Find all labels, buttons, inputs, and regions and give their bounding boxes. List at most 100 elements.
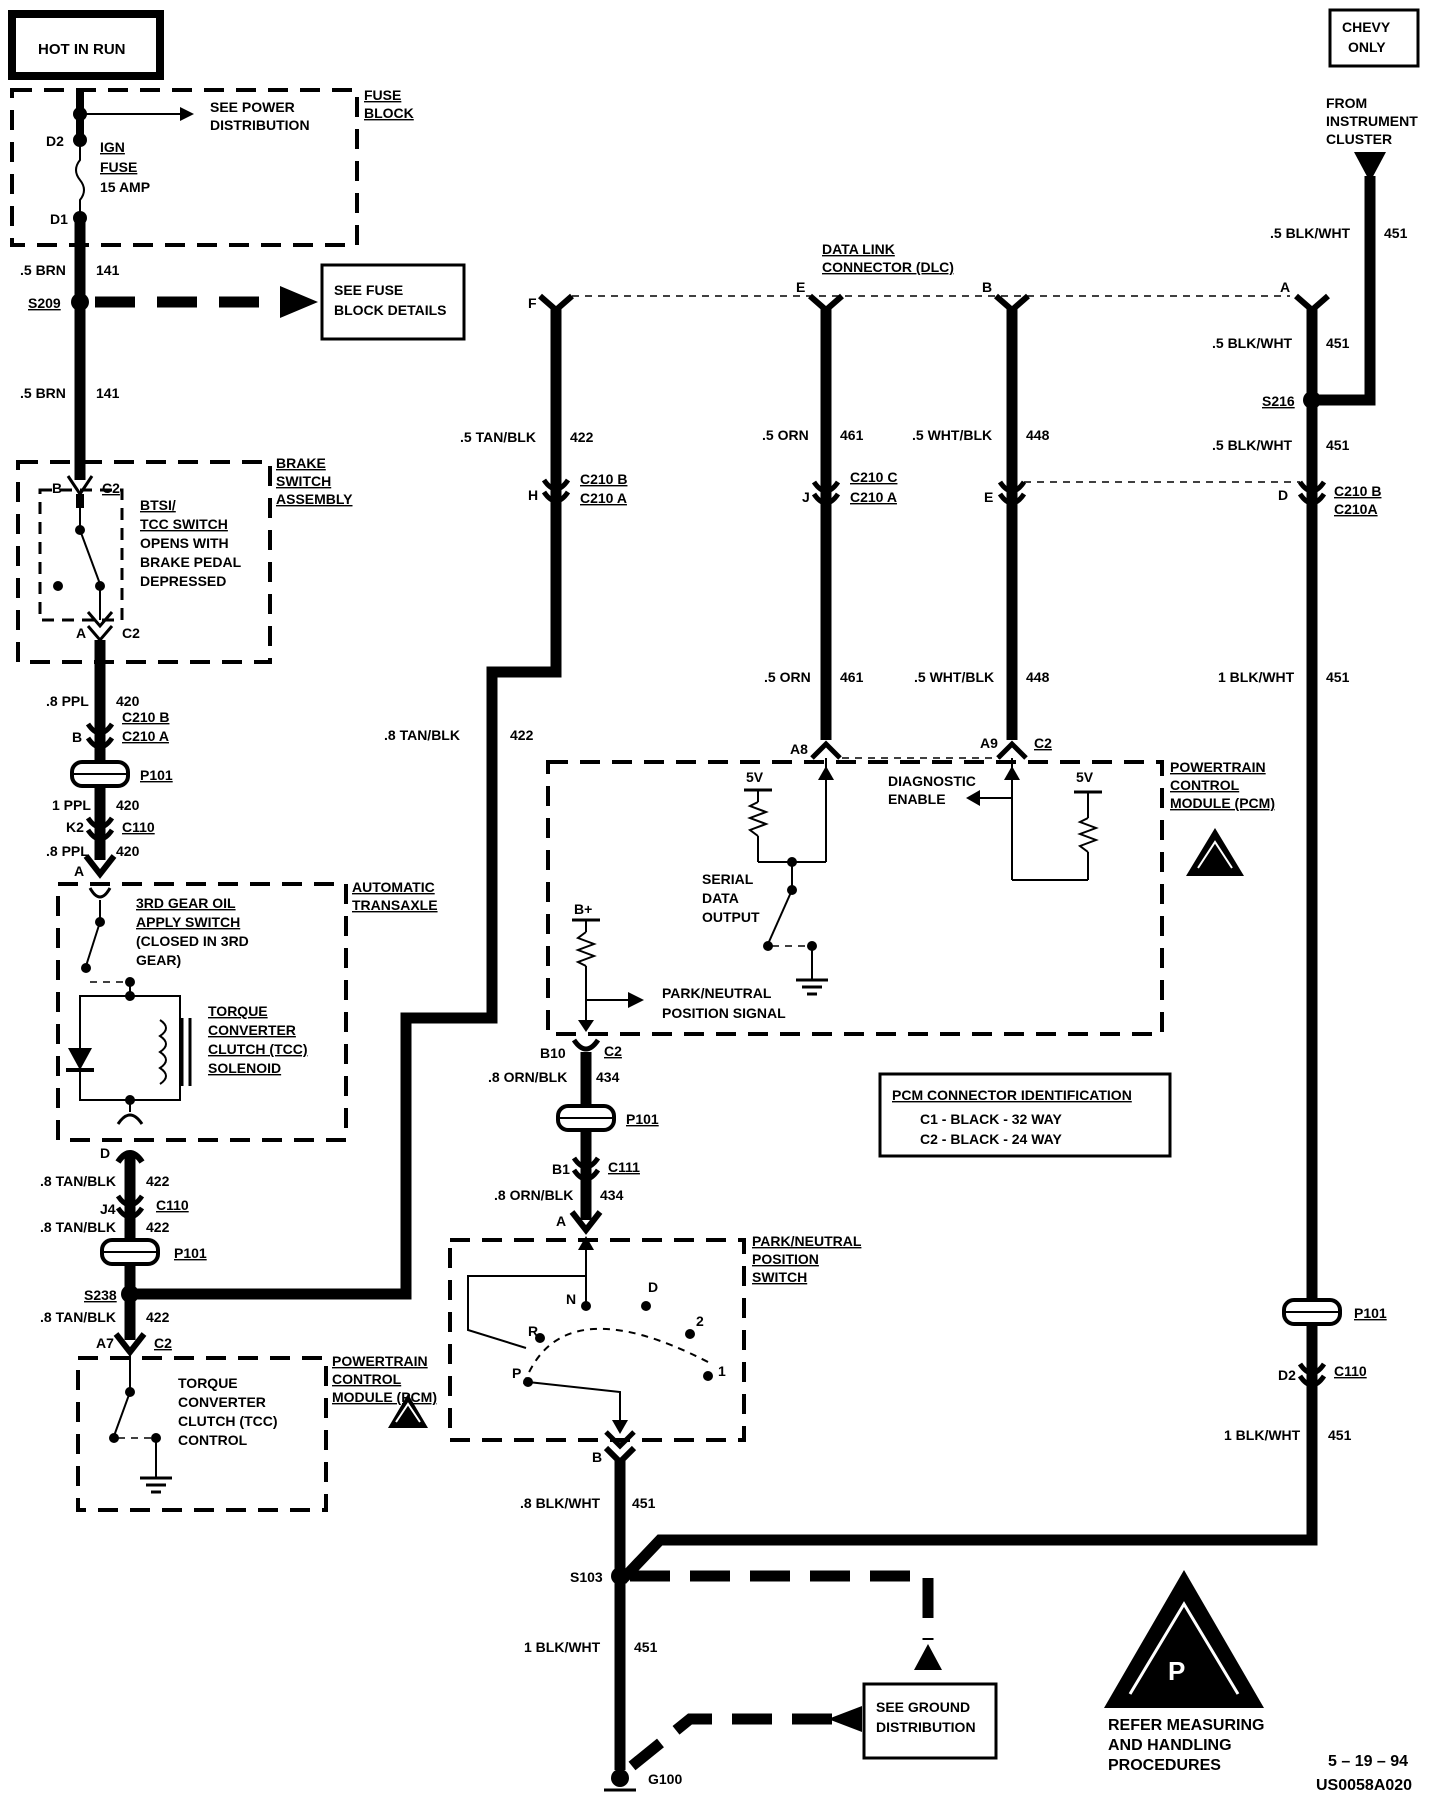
chevy-only-1: CHEVY <box>1342 19 1391 35</box>
ppl-circuit-a: 420 <box>116 693 140 709</box>
fuse-block-label-1: FUSE <box>364 87 401 103</box>
s238-label: S238 <box>84 1287 117 1303</box>
pin-d1: D1 <box>50 211 68 227</box>
serial-3: OUTPUT <box>702 909 760 925</box>
c111: C111 <box>608 1159 640 1175</box>
pcm-lower-label-3: MODULE (PCM) <box>332 1389 437 1405</box>
fuse-block-label-2: BLOCK <box>364 105 414 121</box>
resistor-icon <box>747 801 769 837</box>
oil-switch-1: 3RD GEAR OIL <box>136 895 236 911</box>
orn-circuit-b: 461 <box>840 669 864 685</box>
wht-gauge-a: .5 WHT/BLK <box>912 427 992 443</box>
dlc-pin-e: E <box>796 279 805 295</box>
orn-circuit-a: 461 <box>840 427 864 443</box>
pos-p: P <box>512 1365 521 1381</box>
pin-j4: J4 <box>100 1201 116 1217</box>
dlc-pin-a: A <box>1280 279 1290 295</box>
brake-desc-5: DEPRESSED <box>140 573 226 589</box>
c110-left-2: C110 <box>156 1197 189 1213</box>
c2-a7: C2 <box>154 1335 172 1351</box>
tcc-solenoid-1: TORQUE <box>208 1003 268 1019</box>
arrow-up-icon <box>1004 766 1020 780</box>
transaxle-label-2: TRANSAXLE <box>352 897 438 913</box>
orn434-gauge-b: .8 ORN/BLK <box>494 1187 573 1203</box>
arrow-right-icon <box>280 286 318 318</box>
see-ground-distribution-box <box>862 1682 998 1760</box>
pin-d2-right: D2 <box>1278 1367 1296 1383</box>
pin-d2: D2 <box>46 133 64 149</box>
pin-b-c210: B <box>72 729 82 745</box>
brake-desc-3: OPENS WITH <box>140 535 229 551</box>
c110-left-1: C110 <box>122 819 155 835</box>
dlc-pin-f: F <box>528 295 537 311</box>
orn-gauge-b: .5 ORN <box>764 669 811 685</box>
esd-text-1: REFER MEASURING <box>1108 1717 1264 1734</box>
pin-j: J <box>802 489 810 505</box>
pin-a-transaxle: A <box>74 863 84 879</box>
p101-mid: P101 <box>626 1111 659 1127</box>
esd-text-2: AND HANDLING <box>1108 1737 1232 1754</box>
diode-icon <box>68 1048 92 1070</box>
conn-id-row2: C2 - BLACK - 24 WAY <box>920 1131 1063 1147</box>
pin-b10: B10 <box>540 1045 566 1061</box>
diag-1: DIAGNOSTIC <box>888 773 976 789</box>
see-fuse-2: BLOCK DETAILS <box>334 302 447 318</box>
ppl-circuit-b: 420 <box>116 797 140 813</box>
conn-id-title: PCM CONNECTOR IDENTIFICATION <box>892 1087 1132 1103</box>
pcm-lower-label-2: CONTROL <box>332 1371 402 1387</box>
pcm-upper-label-2: CONTROL <box>1170 777 1240 793</box>
brake-desc-4: BRAKE PEDAL <box>140 554 242 570</box>
pos-r: R <box>528 1323 538 1339</box>
dlc-pin-b: B <box>982 279 992 295</box>
tcc-control-3: CLUTCH (TCC) <box>178 1413 278 1429</box>
hot-in-run-label: HOT IN RUN <box>38 41 126 58</box>
c210a-d: C210A <box>1334 501 1378 517</box>
transaxle-label-1: AUTOMATIC <box>352 879 435 895</box>
serial-2: DATA <box>702 890 739 906</box>
see-power-2: DISTRIBUTION <box>210 117 310 133</box>
pn-switch-outline <box>448 1238 746 1442</box>
tan-circuit-c: 422 <box>146 1309 170 1325</box>
fuse-symbol-icon <box>75 140 85 218</box>
tcc-solenoid-3: CLUTCH (TCC) <box>208 1041 308 1057</box>
pn-switch-label-2: POSITION <box>752 1251 819 1267</box>
ground-g100 <box>611 1769 629 1787</box>
ppl-gauge-b: 1 PPL <box>52 797 91 813</box>
ign-fuse-2: FUSE <box>100 159 137 175</box>
ppl-gauge-c: .8 PPL <box>46 843 89 859</box>
serial-1: SERIAL <box>702 871 754 887</box>
pcm-upper-label-1: POWERTRAIN <box>1170 759 1266 775</box>
arrow-left-icon <box>966 790 980 806</box>
pin-d-transaxle: D <box>100 1145 110 1161</box>
pin-h: H <box>528 487 538 503</box>
pin-d-right: D <box>1278 487 1288 503</box>
c210c: C210 C <box>850 469 897 485</box>
oil-switch-4: GEAR) <box>136 952 181 968</box>
brake-desc-1: BTSI/ <box>140 497 176 513</box>
blkwht-gauge-b: .5 BLK/WHT <box>1212 437 1293 453</box>
from-cluster-1: FROM <box>1326 95 1367 111</box>
diag-2: ENABLE <box>888 791 946 807</box>
orn434-circuit-a: 434 <box>596 1069 620 1085</box>
blkwht-top-gauge: .5 BLK/WHT <box>1270 225 1351 241</box>
conn-id-row1: C1 - BLACK - 32 WAY <box>920 1111 1063 1127</box>
pn-signal-2: POSITION SIGNAL <box>662 1005 786 1021</box>
splice-s216 <box>1303 391 1321 409</box>
from-cluster-2: INSTRUMENT <box>1326 113 1418 129</box>
tan-circuit-a: 422 <box>146 1173 170 1189</box>
ign-fuse-3: 15 AMP <box>100 179 150 195</box>
pcm-upper-label-3: MODULE (PCM) <box>1170 795 1275 811</box>
solenoid-coil-icon <box>158 1019 167 1085</box>
pcm-lower-label-1: POWERTRAIN <box>332 1353 428 1369</box>
brake-label-2: SWITCH <box>276 473 331 489</box>
esd-warning-icon: P <box>1104 1570 1264 1708</box>
pin-k2: K2 <box>66 819 84 835</box>
wire-brn-circuit-b: 141 <box>96 385 120 401</box>
blkwht-gauge-d: 1 BLK/WHT <box>1224 1427 1301 1443</box>
arrow-up-icon <box>818 766 834 780</box>
blkwht-circuit-b: 451 <box>1326 437 1350 453</box>
pn-switch-label-1: PARK/NEUTRAL <box>752 1233 862 1249</box>
tcc-control-2: CONVERTER <box>178 1394 266 1410</box>
resistor-icon <box>575 931 597 967</box>
